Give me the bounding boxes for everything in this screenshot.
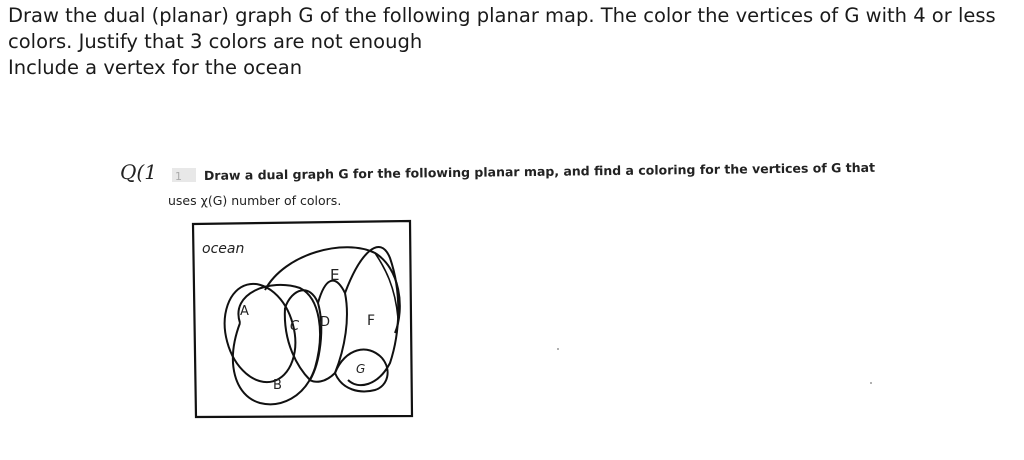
region-a-boundary xyxy=(223,282,297,384)
map-frame xyxy=(191,219,414,419)
question-line-2: colors. Justify that 3 colors are not en… xyxy=(8,30,423,53)
scanned-problem-image: Q(1 1 Draw a dual graph G for the follow… xyxy=(120,158,875,428)
label-f: F xyxy=(367,313,375,329)
region-c-boundary xyxy=(283,289,323,382)
label-e: E xyxy=(330,266,339,284)
region-f-boundary xyxy=(344,245,400,387)
scanned-problem-line-2: uses χ(G) number of colors. xyxy=(168,193,342,208)
svg-text:1: 1 xyxy=(175,170,182,183)
region-e-boundary xyxy=(264,246,401,334)
label-g: G xyxy=(356,362,365,376)
question-text: Draw the dual (planar) graph G of the fo… xyxy=(8,3,1008,81)
stray-dot xyxy=(557,348,559,350)
region-g-boundary xyxy=(334,348,389,393)
region-d-boundary xyxy=(309,279,348,383)
planar-map: ocean A B C D E F G xyxy=(191,219,414,419)
smudged-number: 1 xyxy=(172,168,196,183)
label-a: A xyxy=(240,304,249,319)
region-inner-curve xyxy=(374,252,399,319)
stray-dot xyxy=(870,382,872,384)
label-ocean: ocean xyxy=(202,241,244,257)
question-line-1: Draw the dual (planar) graph G of the fo… xyxy=(8,4,996,27)
label-c: C xyxy=(290,319,300,334)
label-d: D xyxy=(320,315,330,330)
question-line-3: Include a vertex for the ocean xyxy=(8,56,303,79)
label-b: B xyxy=(273,378,282,393)
question-number: Q(1 xyxy=(120,160,157,184)
